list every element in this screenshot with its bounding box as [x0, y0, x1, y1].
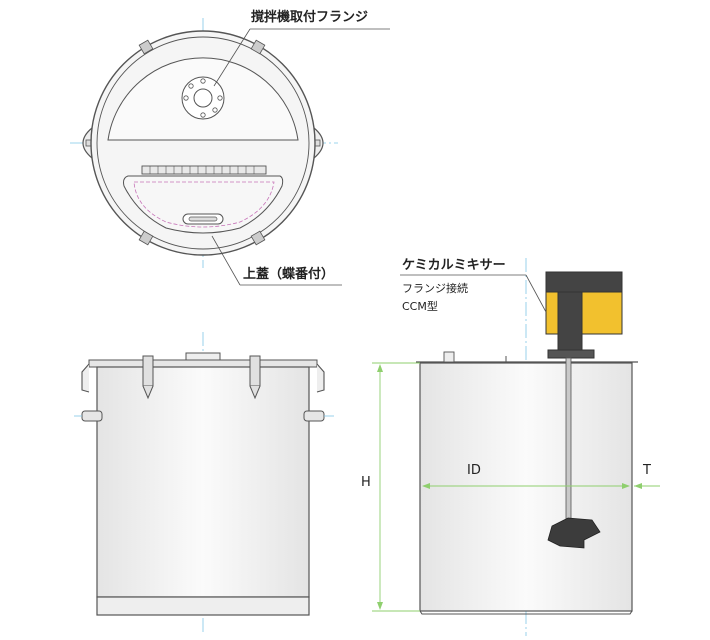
lid-label: 上蓋（蝶番付） [243, 267, 335, 282]
flange-bolt [188, 83, 194, 89]
front-clamps [142, 355, 261, 400]
mixer-name-label: ケミカルミキサー [402, 258, 506, 273]
lid-leader [211, 235, 241, 286]
dimension-t-label: T [643, 463, 651, 478]
right-latch [316, 363, 325, 393]
mixer-type-label: CCM型 [402, 300, 438, 313]
flange-inner [193, 88, 213, 108]
hinged-lid-gasket [133, 181, 275, 228]
front-body [96, 366, 310, 598]
flange-label: 撹拌機取付フランジ [251, 10, 369, 25]
hinge-knuckles [149, 166, 255, 174]
front-view [74, 332, 334, 632]
lid-handle-grip [188, 216, 218, 222]
mixer-motor-cap [545, 271, 623, 293]
mixer-connection-label: フランジ接続 [402, 282, 468, 295]
front-rim [88, 359, 318, 368]
impeller [547, 517, 601, 549]
clamp [138, 230, 154, 246]
left-side-handle [81, 410, 103, 422]
flange-bolt [183, 95, 189, 101]
front-bottom-band [96, 596, 310, 616]
hinge-strip [141, 165, 267, 175]
top-inner-rim [96, 36, 310, 250]
mixer-flange [547, 349, 595, 359]
flange-bolt [217, 95, 223, 101]
flange-bolt [200, 78, 206, 84]
dimensions [372, 274, 660, 612]
mixer-shaft [565, 357, 572, 537]
dimension-id-label: ID [467, 463, 481, 478]
section-bottom [419, 610, 633, 615]
clamp [250, 39, 266, 55]
mixer-motor-body [545, 291, 623, 335]
flange-bolt [212, 107, 218, 113]
section-view [416, 258, 638, 636]
left-latch [81, 363, 90, 393]
section-body [419, 362, 633, 612]
flange-bolt [200, 112, 206, 118]
right-side-handle [303, 410, 325, 422]
clamp [138, 39, 154, 55]
mixer-gearbox [557, 291, 583, 351]
clamp [250, 230, 266, 246]
front-lid-nozzle [185, 352, 221, 361]
flange-leader [213, 28, 251, 87]
hinged-lid [123, 175, 284, 234]
top-view [70, 18, 390, 286]
section-nozzle [443, 351, 455, 363]
dimension-h-label: H [361, 475, 371, 490]
mixer-leader-diag [525, 274, 547, 313]
